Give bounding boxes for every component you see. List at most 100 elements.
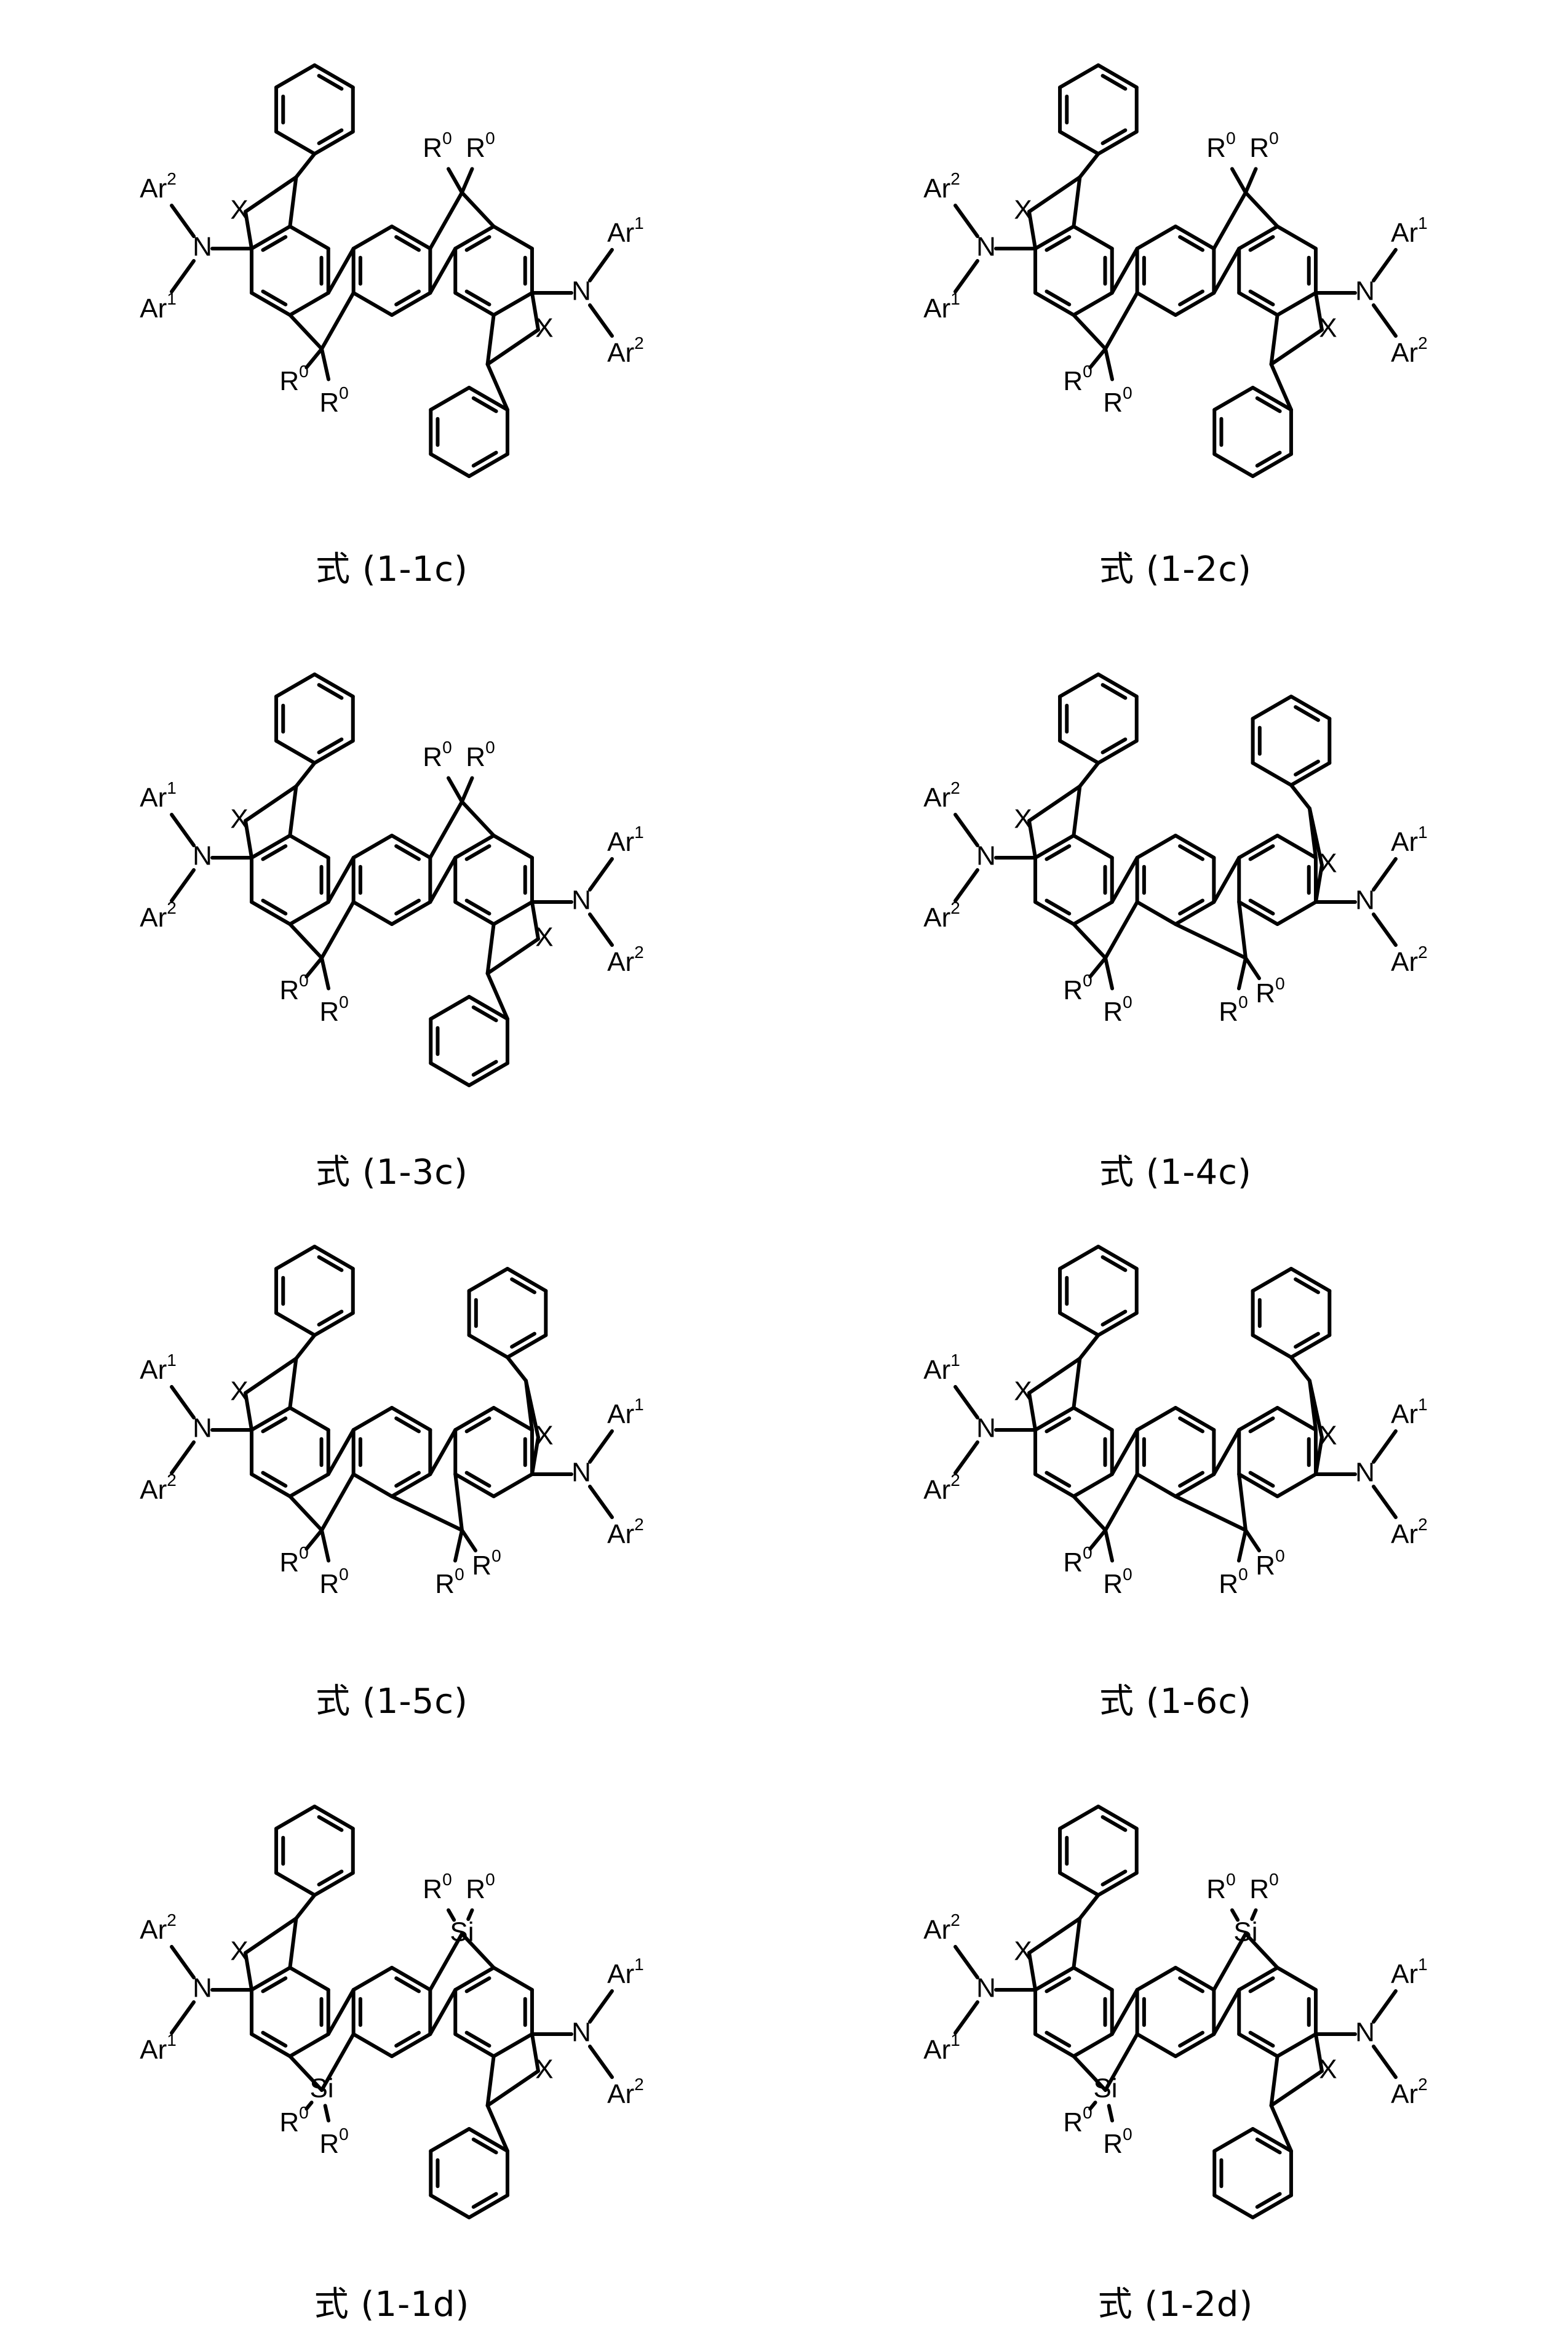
furan-bond xyxy=(488,2071,538,2106)
right-benzene-ring xyxy=(1239,836,1316,924)
left-benzene-ring xyxy=(1035,226,1112,315)
furan-bond xyxy=(1080,154,1098,177)
r0-substituent-label: R0 xyxy=(435,1565,464,1599)
n-ar-bond xyxy=(172,2002,194,2033)
aryl-substituent-label: Ar1 xyxy=(140,778,177,812)
right-outer-benzene-ring xyxy=(1214,2129,1291,2217)
r0-substituent-label: R0 xyxy=(423,129,452,162)
caption-1-2d: 式 (1-2d) xyxy=(784,2277,1567,2326)
bridge-substituent-bond xyxy=(462,778,472,802)
right-benzene-ring xyxy=(455,836,532,924)
structure-1-3c: R0R0R0R0XXNAr1Ar2NAr1Ar2 xyxy=(0,621,784,1126)
n-ar-bond xyxy=(172,206,194,236)
aryl-substituent-label: Ar2 xyxy=(607,1515,644,1549)
right-outer-benzene-ring xyxy=(1214,388,1291,476)
five-ring-bond xyxy=(1073,1496,1105,1530)
ring-bond xyxy=(1278,902,1316,924)
structure-1-6c-svg: R0R0R0R0XXNAr1Ar2NAr1Ar2 xyxy=(784,1231,1567,1661)
ring-bond xyxy=(1278,293,1316,315)
ring-bond xyxy=(1137,1968,1176,1990)
ring-bond xyxy=(1253,1269,1291,1291)
central-benzene-ring xyxy=(354,1408,431,1496)
r0-substituent-label: R0 xyxy=(1219,1565,1248,1599)
bridge-substituent-bond xyxy=(455,1530,462,1561)
right-benzene-ring xyxy=(1239,226,1316,315)
aryl-substituent-label: Ar2 xyxy=(140,1910,177,1944)
ring-bond xyxy=(276,674,314,697)
ring-bond xyxy=(431,454,469,476)
ring-bond xyxy=(431,997,469,1019)
r0-substituent-label: R0 xyxy=(279,2103,308,2137)
furan-bond xyxy=(1272,315,1278,364)
left-outer-benzene-ring xyxy=(1060,1806,1137,1895)
heteroatom-x-label: X xyxy=(230,1936,248,1966)
r0-substituent-label: R0 xyxy=(466,129,495,162)
aryl-substituent-label: Ar2 xyxy=(923,169,960,203)
left-outer-benzene-ring xyxy=(276,65,353,154)
heteroatom-x-label: X xyxy=(1014,1376,1032,1407)
n-ar-bond xyxy=(955,1947,977,1978)
furan-bond xyxy=(1291,785,1310,808)
left-benzene-ring xyxy=(252,1408,328,1496)
aryl-substituent-label: Ar2 xyxy=(923,1910,960,1944)
five-ring-bond xyxy=(430,249,455,293)
n-ar-bond xyxy=(172,261,194,292)
heteroatom-x-label: X xyxy=(535,1421,553,1451)
left-benzene-ring xyxy=(1035,1968,1112,2056)
r0-substituent-label: R0 xyxy=(472,1546,501,1580)
ring-bond xyxy=(354,293,392,315)
furan-bond xyxy=(1029,1918,1080,1953)
heteroatom-x-label: X xyxy=(535,313,553,343)
caption-1-1c: 式 (1-1c) xyxy=(0,541,784,591)
five-ring-bond xyxy=(1112,858,1137,902)
ring-bond xyxy=(276,1247,314,1269)
furan-bond xyxy=(1080,763,1098,786)
ring-bond xyxy=(354,902,392,924)
ring-bond xyxy=(276,741,314,763)
structure-1-1d-svg: SiR0R0SiR0R0XXNAr2Ar1NAr1Ar2 xyxy=(0,1754,784,2258)
left-outer-benzene-ring xyxy=(276,1247,353,1335)
aryl-substituent-label: Ar2 xyxy=(140,898,177,932)
n-ar-bond xyxy=(1374,1991,1396,2022)
ring-bond xyxy=(469,1335,507,1357)
five-ring-bond xyxy=(328,1430,354,1474)
furan-bond xyxy=(1029,177,1080,212)
silicon-atom-label: Si xyxy=(1093,2074,1117,2104)
furan-bond xyxy=(1073,177,1080,226)
central-benzene-ring xyxy=(1137,1968,1214,2056)
ring-bond xyxy=(1214,454,1252,476)
ring-bond xyxy=(494,1474,532,1496)
left-outer-benzene-ring xyxy=(1060,65,1137,154)
furan-bond xyxy=(290,177,296,226)
five-ring-bond xyxy=(1239,902,1246,958)
ring-bond xyxy=(290,902,328,924)
aryl-substituent-label: Ar1 xyxy=(607,823,644,856)
left-outer-benzene-ring xyxy=(276,1806,353,1895)
aryl-substituent-label: Ar2 xyxy=(607,2075,644,2109)
n-ar-bond xyxy=(590,305,612,336)
n-ar-bond xyxy=(590,1487,612,1517)
bridge-substituent-bond xyxy=(448,778,462,802)
ring-bond xyxy=(1137,1474,1176,1496)
right-outer-benzene-ring xyxy=(431,2129,507,2217)
bridge-substituent-bond xyxy=(322,958,328,989)
ring-bond xyxy=(494,1968,532,1990)
aryl-substituent-label: Ar2 xyxy=(1391,1515,1428,1549)
furan-bond xyxy=(290,1359,296,1408)
aryl-substituent-label: Ar2 xyxy=(923,898,960,932)
r0-substituent-label: R0 xyxy=(279,1543,308,1577)
r0-substituent-label: R0 xyxy=(1063,971,1092,1005)
five-ring-bond xyxy=(290,1496,322,1530)
furan-bond xyxy=(1029,1359,1080,1393)
five-ring-bond xyxy=(1214,858,1239,902)
ring-bond xyxy=(276,1873,314,1895)
furan-bond xyxy=(296,1335,314,1359)
caption-1-2c: 式 (1-2c) xyxy=(784,541,1567,591)
bridge-substituent-bond xyxy=(448,1910,454,1920)
bridge-substituent-bond xyxy=(1105,958,1112,989)
ring-bond xyxy=(494,902,532,924)
five-ring-bond xyxy=(1112,249,1137,293)
aryl-substituent-label: Ar2 xyxy=(1391,943,1428,976)
r0-substituent-label: R0 xyxy=(423,738,452,772)
ring-bond xyxy=(1073,1968,1112,1990)
